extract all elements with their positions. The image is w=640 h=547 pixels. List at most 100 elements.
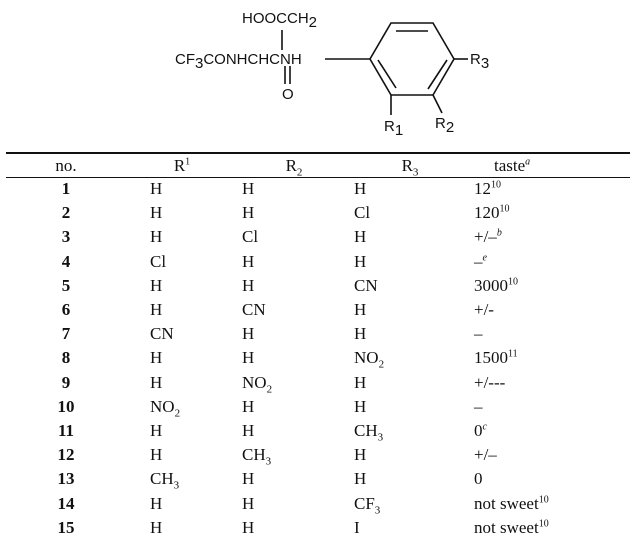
structure-labels: HOOCCH2 CF3CONHCHCNH O R3 R1 R2 xyxy=(175,10,489,139)
table-row: 8 H H NO2 150011 xyxy=(6,346,640,370)
table-row: 7 CN H H – xyxy=(6,322,640,346)
cell-no: 14 xyxy=(57,493,75,513)
cell-no: 10 xyxy=(57,396,75,416)
cell-r1: CN xyxy=(150,324,174,344)
chemical-structure: HOOCCH2 CF3CONHCHCNH O R3 R1 R2 xyxy=(175,10,489,139)
table-row: 11 H H CH3 0c xyxy=(6,419,640,443)
cell-r3: H xyxy=(354,179,367,199)
cell-no: 4 xyxy=(61,251,71,271)
cell-r3: Cl xyxy=(354,203,371,223)
cell-r2: H xyxy=(242,517,255,537)
cell-r3: H xyxy=(354,227,367,247)
cell-r1: H xyxy=(150,227,163,247)
table-row: 9 H NO2 H +/--- xyxy=(6,371,640,395)
cell-taste: – xyxy=(474,396,483,416)
cell-no: 7 xyxy=(61,324,71,344)
cell-r1: H xyxy=(150,445,163,465)
table-row: 10 NO2 H H – xyxy=(6,395,640,419)
cell-r2: H xyxy=(242,251,255,271)
cell-no: 9 xyxy=(61,372,71,392)
cell-r2: CH3 xyxy=(242,445,272,468)
cell-no: 1 xyxy=(61,179,71,199)
r2-label: R2 xyxy=(435,115,454,136)
cell-r3: H xyxy=(354,372,367,392)
cell-r1: Cl xyxy=(150,251,167,271)
cell-r1: H xyxy=(150,420,163,440)
cell-taste: 150011 xyxy=(474,348,518,368)
cell-r3: H xyxy=(354,396,367,416)
r3-label: R3 xyxy=(470,51,489,72)
cell-r2: H xyxy=(242,420,255,440)
cell-taste: 1210 xyxy=(474,179,501,199)
header-r1: R1 xyxy=(173,156,191,175)
cell-r1: H xyxy=(150,348,163,368)
cell-r2: H xyxy=(242,348,255,368)
left-group-label: CF3CONHCHCNH xyxy=(175,51,302,72)
table-row: 5 H H CN 300010 xyxy=(6,274,640,298)
cell-taste: 0c xyxy=(474,420,487,440)
table-row: 4 Cl H H –e xyxy=(6,250,640,274)
cell-no: 3 xyxy=(61,227,71,247)
cell-r1: H xyxy=(150,517,163,537)
cell-r1: H xyxy=(150,493,163,513)
cell-r1: CH3 xyxy=(150,469,180,492)
cell-r3: I xyxy=(354,517,360,537)
header-r3: R3 xyxy=(401,156,419,179)
cell-r3: CF3 xyxy=(354,493,381,516)
cell-taste: – xyxy=(474,324,483,344)
cell-r2: CN xyxy=(242,300,266,320)
carbonyl-oxygen-label: O xyxy=(282,86,294,103)
table-row: 14 H H CF3 not sweet10 xyxy=(6,491,640,516)
cell-r2: NO2 xyxy=(242,372,273,395)
cell-r1: H xyxy=(150,275,163,295)
cell-taste: +/–b xyxy=(474,227,502,247)
structure-bonds xyxy=(281,22,468,115)
cell-r2: H xyxy=(242,179,255,199)
cell-r2: H xyxy=(242,493,255,513)
cell-r3: CH3 xyxy=(354,420,384,444)
cell-no: 8 xyxy=(61,348,71,368)
cell-r3: H xyxy=(354,251,367,271)
cell-r3: H xyxy=(354,324,367,344)
cell-taste: not sweet10 xyxy=(474,517,549,537)
cell-r3: H xyxy=(354,300,367,320)
cell-taste: 0 xyxy=(474,469,483,489)
cell-r3: H xyxy=(354,469,367,489)
cell-r3: NO2 xyxy=(354,348,385,371)
cell-no: 5 xyxy=(61,275,71,295)
cell-r3: H xyxy=(354,445,367,465)
table-header-rule xyxy=(6,177,630,178)
cell-r1: NO2 xyxy=(150,396,181,420)
cell-r2: H xyxy=(242,203,255,223)
cell-taste: 300010 xyxy=(474,275,518,295)
cell-no: 6 xyxy=(61,300,71,320)
header-taste: tastea xyxy=(494,156,531,175)
cell-taste: +/--- xyxy=(474,372,506,392)
cell-taste: not sweet10 xyxy=(474,493,549,513)
top-group-label: HOOCCH2 xyxy=(242,10,317,31)
cell-no: 11 xyxy=(57,420,75,440)
cell-r1: H xyxy=(150,300,163,320)
cell-taste: +/- xyxy=(474,300,494,320)
cell-r2: H xyxy=(242,275,255,295)
cell-no: 12 xyxy=(57,445,75,465)
cell-r2: H xyxy=(242,396,255,416)
cell-no: 13 xyxy=(57,469,75,489)
cell-r2: H xyxy=(242,324,255,344)
cell-r1: H xyxy=(150,179,163,199)
cell-taste: –e xyxy=(474,251,487,271)
cell-no: 15 xyxy=(57,517,75,537)
cell-r3: CN xyxy=(354,275,378,295)
table-header-row: no. R1 R2 R3 tastea xyxy=(6,155,640,179)
cell-r1: H xyxy=(150,203,163,223)
header-no: no. xyxy=(55,156,77,175)
cell-r1: H xyxy=(150,372,163,392)
table-row: 1 H H H 1210 xyxy=(6,177,640,201)
table-row: 6 H CN H +/- xyxy=(6,298,640,322)
